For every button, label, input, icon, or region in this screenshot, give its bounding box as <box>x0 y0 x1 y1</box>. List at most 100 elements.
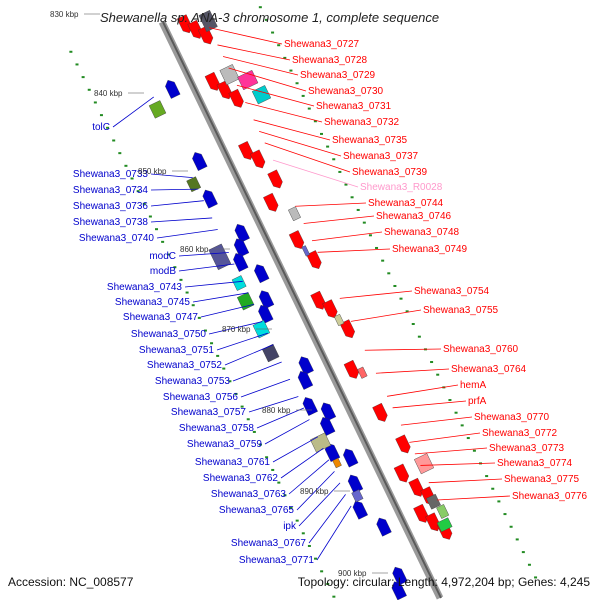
gene-label-left: Shewana3_0752 <box>147 360 223 371</box>
tick-dot <box>75 63 79 66</box>
tick-dot <box>185 291 189 294</box>
reverse-gene-arrow <box>258 290 275 310</box>
label-leader-line <box>272 159 359 188</box>
gene-label-right: Shewana3_0748 <box>384 227 460 238</box>
reverse-gene-arrow <box>192 152 208 171</box>
tick-dot <box>509 525 513 528</box>
gene-label-right: Shewana3_0728 <box>292 55 368 66</box>
label-leader-line <box>216 332 268 351</box>
gene-label-left: Shewana3_0736 <box>73 201 149 212</box>
tick-dot <box>210 342 214 345</box>
label-leader-line <box>232 361 282 382</box>
tick-dot <box>332 158 336 161</box>
gene-box <box>436 517 453 533</box>
gene-box <box>288 206 301 222</box>
label-leader-line <box>317 248 391 253</box>
gene-label-right: Shewana3_0731 <box>316 101 392 112</box>
label-leader-line <box>316 505 352 561</box>
label-leader-line <box>298 482 341 527</box>
tick-dot <box>271 468 275 471</box>
tick-dot <box>399 297 403 300</box>
label-leader-line <box>248 396 299 413</box>
reverse-gene-arrow <box>233 253 249 272</box>
tick-dot <box>320 132 324 135</box>
tick-dot <box>295 82 299 85</box>
tick-dot <box>356 208 360 211</box>
reverse-gene-arrow <box>391 581 407 600</box>
label-leader-line <box>178 263 235 272</box>
label-leader-line <box>228 67 307 92</box>
tick-dot <box>534 576 538 579</box>
label-leader-line <box>156 229 218 239</box>
label-leader-line <box>288 459 330 495</box>
gene-label-right: Shewana3_0770 <box>474 412 550 423</box>
label-leader-line <box>387 384 459 397</box>
label-leader-line <box>350 309 422 322</box>
tick-dot <box>155 228 159 231</box>
label-leader-line <box>375 368 450 374</box>
label-leader-line <box>339 290 413 299</box>
tick-dot <box>258 6 262 9</box>
label-leader-line <box>200 303 254 318</box>
label-leader-line <box>428 478 503 484</box>
tick-dot <box>405 310 409 313</box>
tick-dot <box>265 456 269 459</box>
label-leader-line <box>150 188 199 191</box>
gene-label-right: Shewana3_0775 <box>504 474 580 485</box>
tick-dot <box>87 88 91 91</box>
tick-dot <box>448 399 452 402</box>
forward-gene-arrow <box>395 434 411 454</box>
tick-dot <box>240 405 244 408</box>
gene-label-right: Shewana3_R0028 <box>360 182 443 193</box>
tick-dot <box>436 373 440 376</box>
tick-dot <box>124 164 128 167</box>
forward-gene-arrow <box>288 230 305 249</box>
gene-box <box>351 489 364 503</box>
tick-dot <box>191 304 195 307</box>
tick-dot <box>344 183 348 186</box>
gene-box <box>261 343 280 363</box>
scale-tick-label: 850 kbp <box>138 167 167 176</box>
scale-tick-label: 870 kbp <box>222 325 251 334</box>
scale-tick-label: 900 kbp <box>338 569 367 578</box>
tick-dot <box>326 145 330 148</box>
label-leader-line <box>150 217 213 223</box>
gene-label-right: Shewana3_0776 <box>512 491 588 502</box>
gene-label-left: Shewana3_0747 <box>123 312 199 323</box>
tick-dot <box>417 335 421 338</box>
label-leader-line <box>178 252 229 257</box>
gene-box <box>231 275 247 291</box>
gene-label-left: ipk <box>283 521 297 532</box>
tick-dot <box>161 240 165 243</box>
label-leader-line <box>392 400 467 409</box>
gene-label-left: Shewana3_0761 <box>195 457 271 468</box>
tick-dot <box>301 532 305 535</box>
tick-dot <box>497 500 501 503</box>
gene-label-right: Shewana3_0729 <box>300 70 376 81</box>
tick-dot <box>491 487 495 490</box>
tick-dot <box>69 50 73 53</box>
gene-box <box>413 453 435 475</box>
tick-dot <box>179 278 183 281</box>
label-leader-line <box>437 495 511 501</box>
tick-dot <box>283 56 287 59</box>
forward-gene-arrow <box>322 299 338 319</box>
tick-dot <box>112 139 116 142</box>
label-leader-line <box>295 202 367 207</box>
backbone-core <box>162 21 442 599</box>
gene-box <box>436 504 450 519</box>
scale-tick-label: 890 kbp <box>300 487 329 496</box>
tick-dot <box>136 190 140 193</box>
gene-label-left: Shewana3_0750 <box>131 329 207 340</box>
gene-label-right: Shewana3_0737 <box>343 151 419 162</box>
gene-label-right: Shewana3_0735 <box>332 135 408 146</box>
gene-label-left: Shewana3_0765 <box>219 505 295 516</box>
label-leader-line <box>264 419 310 445</box>
tick-dot <box>93 101 97 104</box>
reverse-gene-arrow <box>165 80 181 99</box>
label-leader-line <box>400 416 473 426</box>
genome-summary-text: Topology: circular; Length: 4,972,204 bp… <box>297 575 590 589</box>
gene-label-right: Shewana3_0774 <box>497 458 573 469</box>
reverse-gene-arrow <box>233 238 250 258</box>
gene-label-right: Shewana3_0730 <box>308 86 384 97</box>
